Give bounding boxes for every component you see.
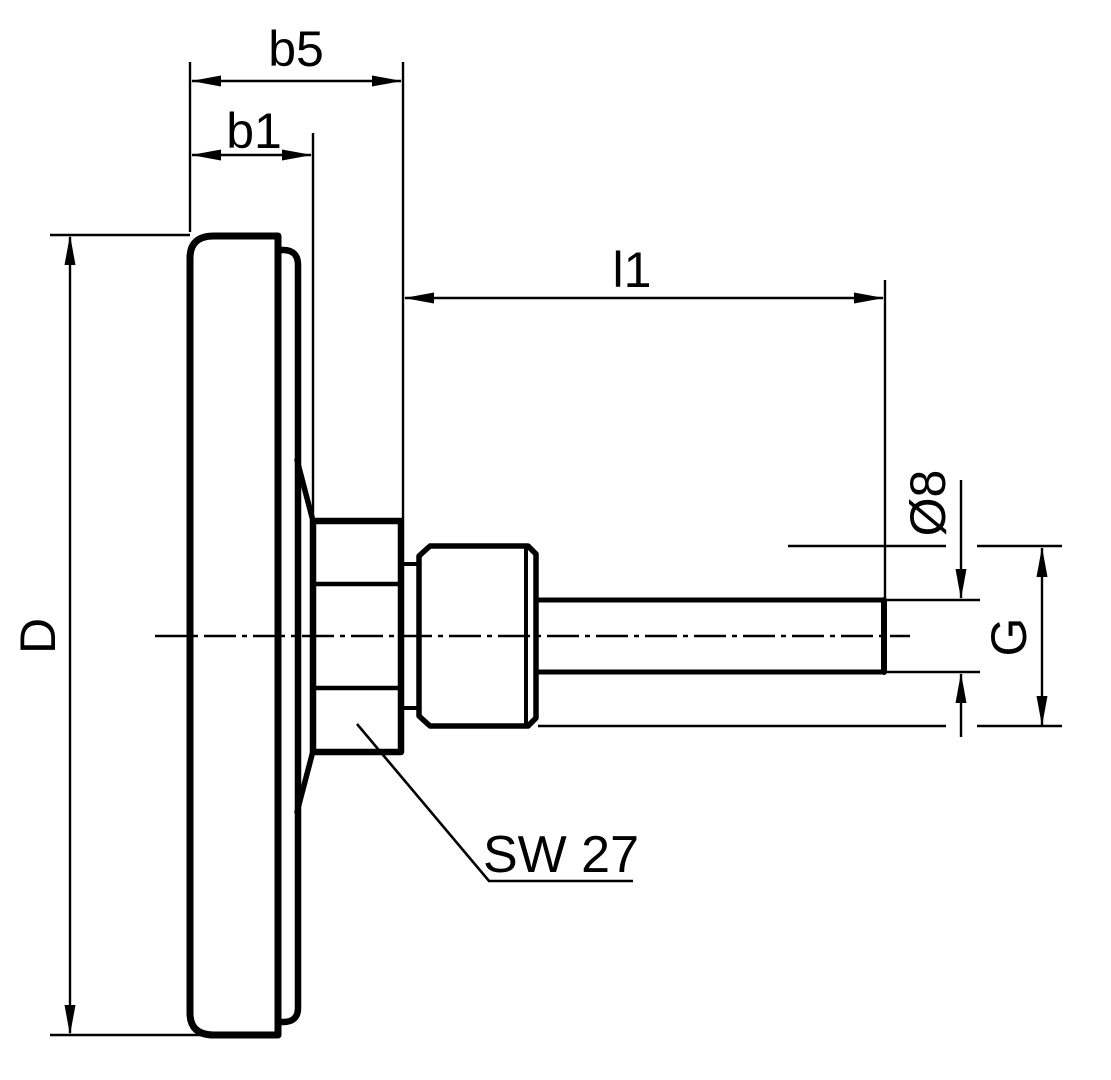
b5-arrow-left	[191, 75, 221, 87]
b1-arrow-right	[282, 149, 312, 161]
label-stem-length: l1	[613, 242, 652, 298]
thread-fitting-outline	[416, 543, 539, 729]
label-thread-size: G	[981, 618, 1037, 657]
G-arrow-down	[1036, 696, 1048, 726]
l1-arrow-left	[404, 292, 434, 304]
label-wrench-size: SW 27	[483, 826, 639, 884]
b1-arrow-left	[191, 149, 221, 161]
stem-diameter-arrow-down	[955, 569, 967, 599]
l1-arrow-right	[854, 292, 884, 304]
extension-lines-group	[50, 62, 1062, 1037]
stem-diameter-arrow-up	[955, 673, 967, 703]
G-arrow-up	[1036, 547, 1048, 577]
arrowheads-group	[64, 75, 1048, 1035]
case-back-plate-outline	[274, 246, 302, 1026]
D-arrow-up	[64, 235, 76, 265]
b5-arrow-right	[372, 75, 402, 87]
cone-taper-top-edge	[294, 457, 316, 524]
D-arrow-down	[64, 1005, 76, 1035]
hex-nut-outline	[309, 517, 405, 756]
label-dial-diameter: D	[10, 618, 66, 654]
label-overall-depth: b5	[268, 21, 324, 77]
label-stem-diameter: Ø8	[900, 470, 956, 537]
dimension-lines-group	[68, 79, 1044, 1033]
cone-taper-bottom-edge	[294, 748, 316, 815]
sw27-leader-line	[356, 723, 633, 883]
label-case-depth: b1	[226, 103, 282, 159]
